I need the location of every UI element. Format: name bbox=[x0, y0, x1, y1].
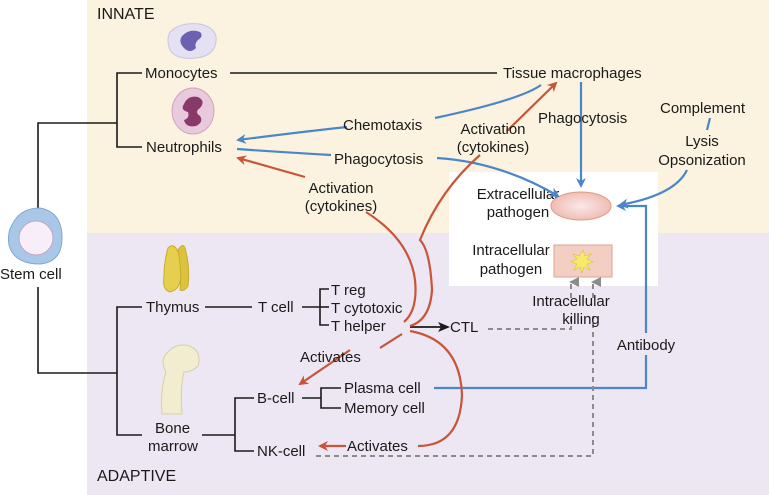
activation-macrophage-curve bbox=[409, 154, 481, 328]
neutrophil-icon bbox=[171, 87, 215, 135]
monocytes-label: Monocytes bbox=[145, 65, 218, 82]
activation-neutrophil-label-line1: Activation bbox=[308, 180, 373, 197]
adaptive-label: ADAPTIVE bbox=[97, 468, 176, 485]
monocyte-icon bbox=[167, 23, 217, 59]
extracellular-pathogen-icon bbox=[550, 191, 612, 221]
activates-bcell-line bbox=[379, 333, 403, 349]
antibody-label: Antibody bbox=[617, 337, 676, 354]
stem-cell-label: Stem cell bbox=[0, 266, 62, 283]
complement-line bbox=[705, 117, 712, 131]
activates-nkcell-arrow bbox=[320, 329, 464, 446]
antibody-arrow bbox=[434, 206, 648, 390]
activation-neutrophil-arrow bbox=[236, 155, 306, 179]
opsonization-label: Opsonization bbox=[658, 152, 746, 169]
intracellular-pathogen-star-icon bbox=[570, 249, 594, 274]
chemotaxis-arrow bbox=[238, 84, 542, 140]
memory-cell-label: Memory cell bbox=[344, 400, 425, 417]
activation-neutrophil-curve bbox=[365, 211, 417, 323]
lysis-label: Lysis bbox=[685, 133, 719, 150]
activates-bcell-label: Activates bbox=[300, 349, 361, 366]
intracellular-pathogen-label-line1: Intracellular bbox=[472, 242, 550, 259]
phagocytosis-neutrophil-line bbox=[236, 147, 332, 157]
activation-neutrophil-label-line2: (cytokines) bbox=[305, 198, 378, 215]
bone-marrow-label-line2: marrow bbox=[148, 438, 198, 455]
t-cell-label: T cell bbox=[258, 299, 294, 316]
lineage-tree bbox=[37, 72, 497, 452]
extracellular-pathogen-label-line2: pathogen bbox=[487, 204, 550, 221]
phagocytosis-macrophage-label: Phagocytosis bbox=[538, 110, 627, 127]
intracellular-pathogen-label-line2: pathogen bbox=[480, 261, 543, 278]
nk-cell-label: NK-cell bbox=[257, 443, 305, 460]
chemotaxis-label: Chemotaxis bbox=[343, 117, 422, 134]
t-cytotoxic-label: T cytotoxic bbox=[331, 300, 403, 317]
intracellular-killing-label-line1: Intracellular bbox=[532, 293, 610, 310]
thymus-icon bbox=[163, 245, 190, 293]
phagocytosis-neutrophil-label: Phagocytosis bbox=[334, 151, 423, 168]
nk-killing-dashed-path bbox=[316, 316, 594, 457]
extracellular-pathogen-label-line1: Extracellular bbox=[477, 186, 560, 203]
tissue-macrophages-label: Tissue macrophages bbox=[503, 65, 642, 82]
thymus-label: Thymus bbox=[146, 299, 199, 316]
bone-marrow-label-line1: Bone bbox=[155, 420, 190, 437]
activation-macrophage-label-line2: (cytokines) bbox=[457, 139, 530, 156]
plasma-cell-label: Plasma cell bbox=[344, 380, 421, 397]
phagocytosis-neutrophil-arrow bbox=[436, 156, 560, 198]
innate-label: INNATE bbox=[97, 6, 154, 23]
intracellular-killing-label-line2: killing bbox=[562, 311, 600, 328]
activates-bcell-arrow bbox=[298, 349, 351, 386]
complement-label: Complement bbox=[660, 100, 746, 117]
stem-cell-icon bbox=[7, 207, 63, 265]
b-cell-label: B-cell bbox=[257, 390, 295, 407]
bone-marrow-icon bbox=[161, 344, 200, 415]
t-helper-label: T helper bbox=[331, 318, 386, 335]
neutrophils-label: Neutrophils bbox=[146, 139, 222, 156]
ctl-killing-dashed-path bbox=[488, 316, 572, 330]
activates-nkcell-label: Activates bbox=[347, 438, 408, 455]
activation-macrophage-label-line1: Activation bbox=[460, 121, 525, 138]
ctl-label: CTL bbox=[450, 319, 478, 336]
t-reg-label: T reg bbox=[331, 282, 366, 299]
opsonization-arrow bbox=[618, 169, 688, 209]
activation-macrophage-arrow bbox=[506, 81, 558, 132]
